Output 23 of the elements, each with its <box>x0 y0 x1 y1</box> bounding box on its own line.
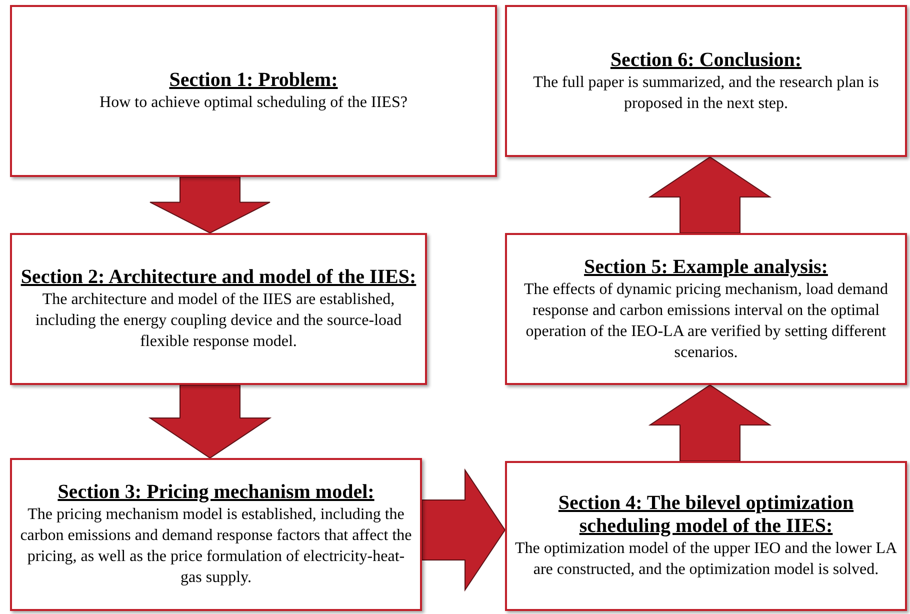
block-arrow <box>150 176 270 234</box>
section-heading: Section 4: The bilevel optimization scheduling model of the IIES: <box>557 492 855 538</box>
section-description: How to achieve optimal scheduling of the IIES? <box>100 93 408 113</box>
section-box <box>10 233 427 385</box>
section-description: The full paper is summarized, and the research plan is proposed in the next step. <box>532 72 880 114</box>
section-box <box>505 233 907 385</box>
section-description: The effects of dynamic pricing mechanism, load demand response and carbon emissions interval on the optimal operation of the IEO-LA are verified by setting different scenarios. <box>522 280 890 362</box>
section-description: The optimization model of the upper IEO and the lower LA are constructed, and the optimization model is solved. <box>514 539 898 580</box>
section-heading: Section 3: Pricing mechanism model: <box>58 481 374 504</box>
block-arrow <box>648 384 772 462</box>
section-box <box>10 458 422 611</box>
section-box <box>505 461 907 611</box>
section-heading: Section 1: Problem: <box>169 69 338 92</box>
section-heading: Section 2: Architecture and model of the IIES: <box>20 266 416 289</box>
block-arrow <box>648 156 772 234</box>
section-heading: Section 6: Conclusion: <box>610 48 802 72</box>
block-arrow <box>148 384 272 459</box>
section-heading: Section 5: Example analysis: <box>584 256 828 278</box>
section-box <box>505 5 907 157</box>
section-box <box>10 5 497 177</box>
section-description: The architecture and model of the IIES are established, including the energy coupling device and the source-load flexible response model. <box>34 290 403 352</box>
section-description: The pricing mechanism model is established, including the carbon emissions and demand response factors that affect the pricing, as well as the price formulation of electricity-heat-gas supply. <box>19 505 413 588</box>
block-arrow <box>422 468 506 592</box>
